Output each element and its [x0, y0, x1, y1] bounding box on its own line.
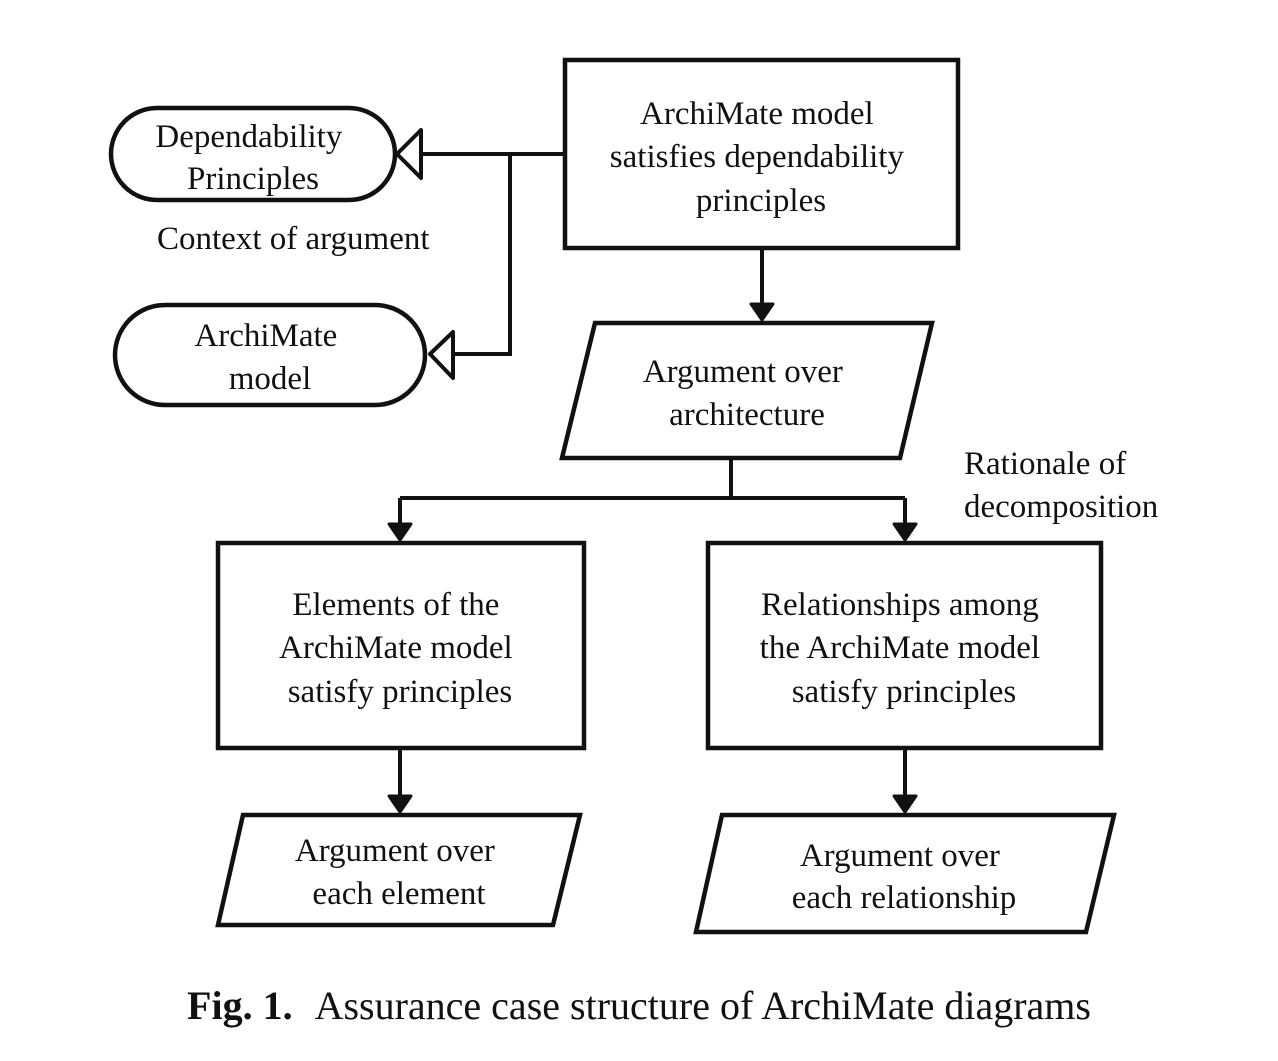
arrowhead-strategy — [749, 302, 775, 322]
goal-top-line-1: ArchiMate model — [640, 96, 874, 132]
context-dependability-line-2: Principles — [187, 161, 319, 197]
svg-text:ArchiMate model satisfie: ArchiMate model satisfies dependability … — [610, 96, 912, 219]
assurance-case-diagram: ArchiMate model satisfies dependability … — [108, 57, 1158, 935]
goal-elements-line-3: satisfy principles — [288, 674, 513, 710]
goal-elements: Elements of the ArchiMate model satisfy … — [215, 540, 587, 751]
strategy-architecture-line-2: architecture — [669, 397, 825, 433]
svg-text:Elements of the ArchiMat: Elements of the ArchiMate model satisfy … — [279, 587, 521, 710]
arrowhead-each-relationship — [892, 794, 918, 814]
goal-top-line-3: principles — [696, 183, 826, 219]
context-archimate-model: ArchiMate model — [112, 302, 428, 408]
context-of-argument-label: Context of argument — [157, 221, 430, 257]
strategy-architecture-line-1: Argument over — [643, 354, 843, 390]
goal-relationships-line-2: the ArchiMate model — [760, 630, 1040, 666]
context-archimate-line-2: model — [229, 361, 311, 397]
strategy-each-element-line-1: Argument over — [295, 833, 495, 869]
figure-caption-text: Assurance case structure of ArchiMate di… — [314, 983, 1091, 1028]
hollow-arrowhead-archimate — [428, 330, 455, 380]
goal-relationships-line-1: Relationships among — [761, 587, 1039, 623]
connector-strategy-split — [398, 460, 907, 528]
svg-text:Relationships among the: Relationships among the ArchiMate model … — [760, 587, 1049, 710]
rationale-of-decomposition-label: Rationale of decomposition — [964, 446, 1158, 525]
goal-elements-line-1: Elements of the — [292, 587, 499, 623]
figure-caption: Fig. 1. Assurance case structure of Archi… — [0, 982, 1278, 1029]
strategy-each-element: Argument over each element — [215, 812, 583, 928]
connectors — [387, 128, 918, 814]
arrowhead-each-element — [387, 794, 413, 814]
goal-relationships-line-3: satisfy principles — [792, 674, 1017, 710]
goal-elements-line-2: ArchiMate model — [279, 630, 513, 666]
svg-text:Argument over architectu: Argument over architecture — [643, 354, 851, 433]
svg-text:Argument over each eleme: Argument over each element — [295, 833, 503, 912]
goal-top: ArchiMate model satisfies dependability … — [562, 57, 961, 251]
strategy-each-relationship-line-2: each relationship — [792, 880, 1017, 916]
arrowhead-relationships — [892, 522, 918, 542]
arrowhead-elements — [387, 522, 413, 542]
context-dependability-principles: Dependability Principles — [108, 105, 398, 203]
goal-relationships: Relationships among the ArchiMate model … — [705, 540, 1104, 751]
connector-goal-to-contexts — [418, 152, 565, 356]
svg-text:Dependability Principles: Dependability Principles — [155, 119, 350, 197]
hollow-arrowhead-dependability — [395, 128, 423, 180]
strategy-each-element-line-2: each element — [312, 876, 485, 912]
figure-number: Fig. 1. — [187, 983, 293, 1028]
context-archimate-line-1: ArchiMate — [194, 318, 337, 354]
svg-text:ArchiMate model: ArchiMate model — [194, 318, 345, 397]
svg-text:Argument over each relat: Argument over each relationship — [792, 838, 1017, 916]
strategy-each-relationship-line-1: Argument over — [800, 838, 1000, 874]
goal-top-line-2: satisfies dependability — [610, 139, 905, 175]
strategy-each-relationship: Argument over each relationship — [693, 812, 1117, 935]
context-dependability-line-1: Dependability — [155, 119, 342, 155]
strategy-architecture: Argument over architecture — [559, 320, 935, 461]
